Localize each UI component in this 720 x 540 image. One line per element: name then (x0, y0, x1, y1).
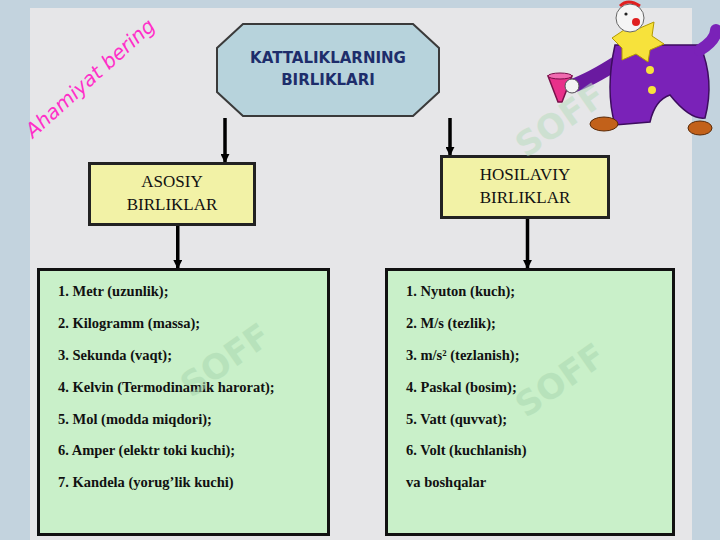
category-box: ASOSIY BIRLIKLAR (88, 162, 256, 226)
title-octagon: KATTALIKLARNING BIRLIKLARI (215, 22, 441, 118)
unit-list-box: 1. Nyuton (kuch); 2. M/s (tezlik); 3. m/s²… (385, 268, 675, 536)
unit-item: 2. M/s (tezlik); (406, 315, 658, 332)
clown-shoe (688, 121, 712, 135)
category-box: HOSILAVIY BIRLIKLAR (440, 155, 610, 219)
unit-item: 1. Metr (uzunlik); (58, 283, 313, 300)
unit-item: 2. Kilogramm (massa); (58, 315, 313, 332)
unit-item: 6. Volt (kuchlanish) (406, 442, 658, 459)
clown-nose (632, 18, 640, 26)
connector-arrow (448, 118, 452, 155)
unit-item: 6. Amper (elektr toki kuchi); (58, 442, 313, 459)
unit-list-box: 1. Metr (uzunlik); 2. Kilogramm (massa); 3… (37, 268, 330, 536)
unit-item: 7. Kandela (yorug’lik kuchi) (58, 474, 313, 491)
clown-glove (565, 79, 579, 93)
clown-eye (624, 12, 627, 15)
unit-item: 1. Nyuton (kuch); (406, 283, 658, 300)
clown-button (648, 86, 656, 94)
unit-item: 4. Kelvin (Termodinamik harorat); (58, 379, 313, 396)
connector-arrow (176, 226, 180, 268)
unit-item: 5. Vatt (quvvat); (406, 411, 658, 428)
unit-item: va boshqalar (406, 474, 658, 491)
clown-hair (620, 2, 640, 6)
funnel-rim (548, 73, 572, 79)
unit-item: 3. Sekunda (vaqt); (58, 347, 313, 364)
unit-item: 4. Paskal (bosim); (406, 379, 658, 396)
watermark: SOFF (508, 75, 613, 165)
connector-arrow (526, 219, 530, 268)
box-text: KATTALIKLARNING BIRLIKLARI (245, 48, 411, 92)
clown-head (616, 4, 644, 32)
unit-item: 5. Mol (modda miqdori); (58, 411, 313, 428)
connector-arrow (223, 118, 227, 162)
clown-arm (700, 30, 716, 50)
box-text: HOSILAVIY BIRLIKLAR (451, 164, 599, 210)
clown-shoe (590, 117, 618, 131)
box-text: ASOSIY BIRLIKLAR (99, 171, 245, 217)
unit-item: 3. m/s² (tezlanish); (406, 347, 658, 364)
octagon-outline (215, 22, 441, 118)
clown-button (646, 66, 654, 74)
